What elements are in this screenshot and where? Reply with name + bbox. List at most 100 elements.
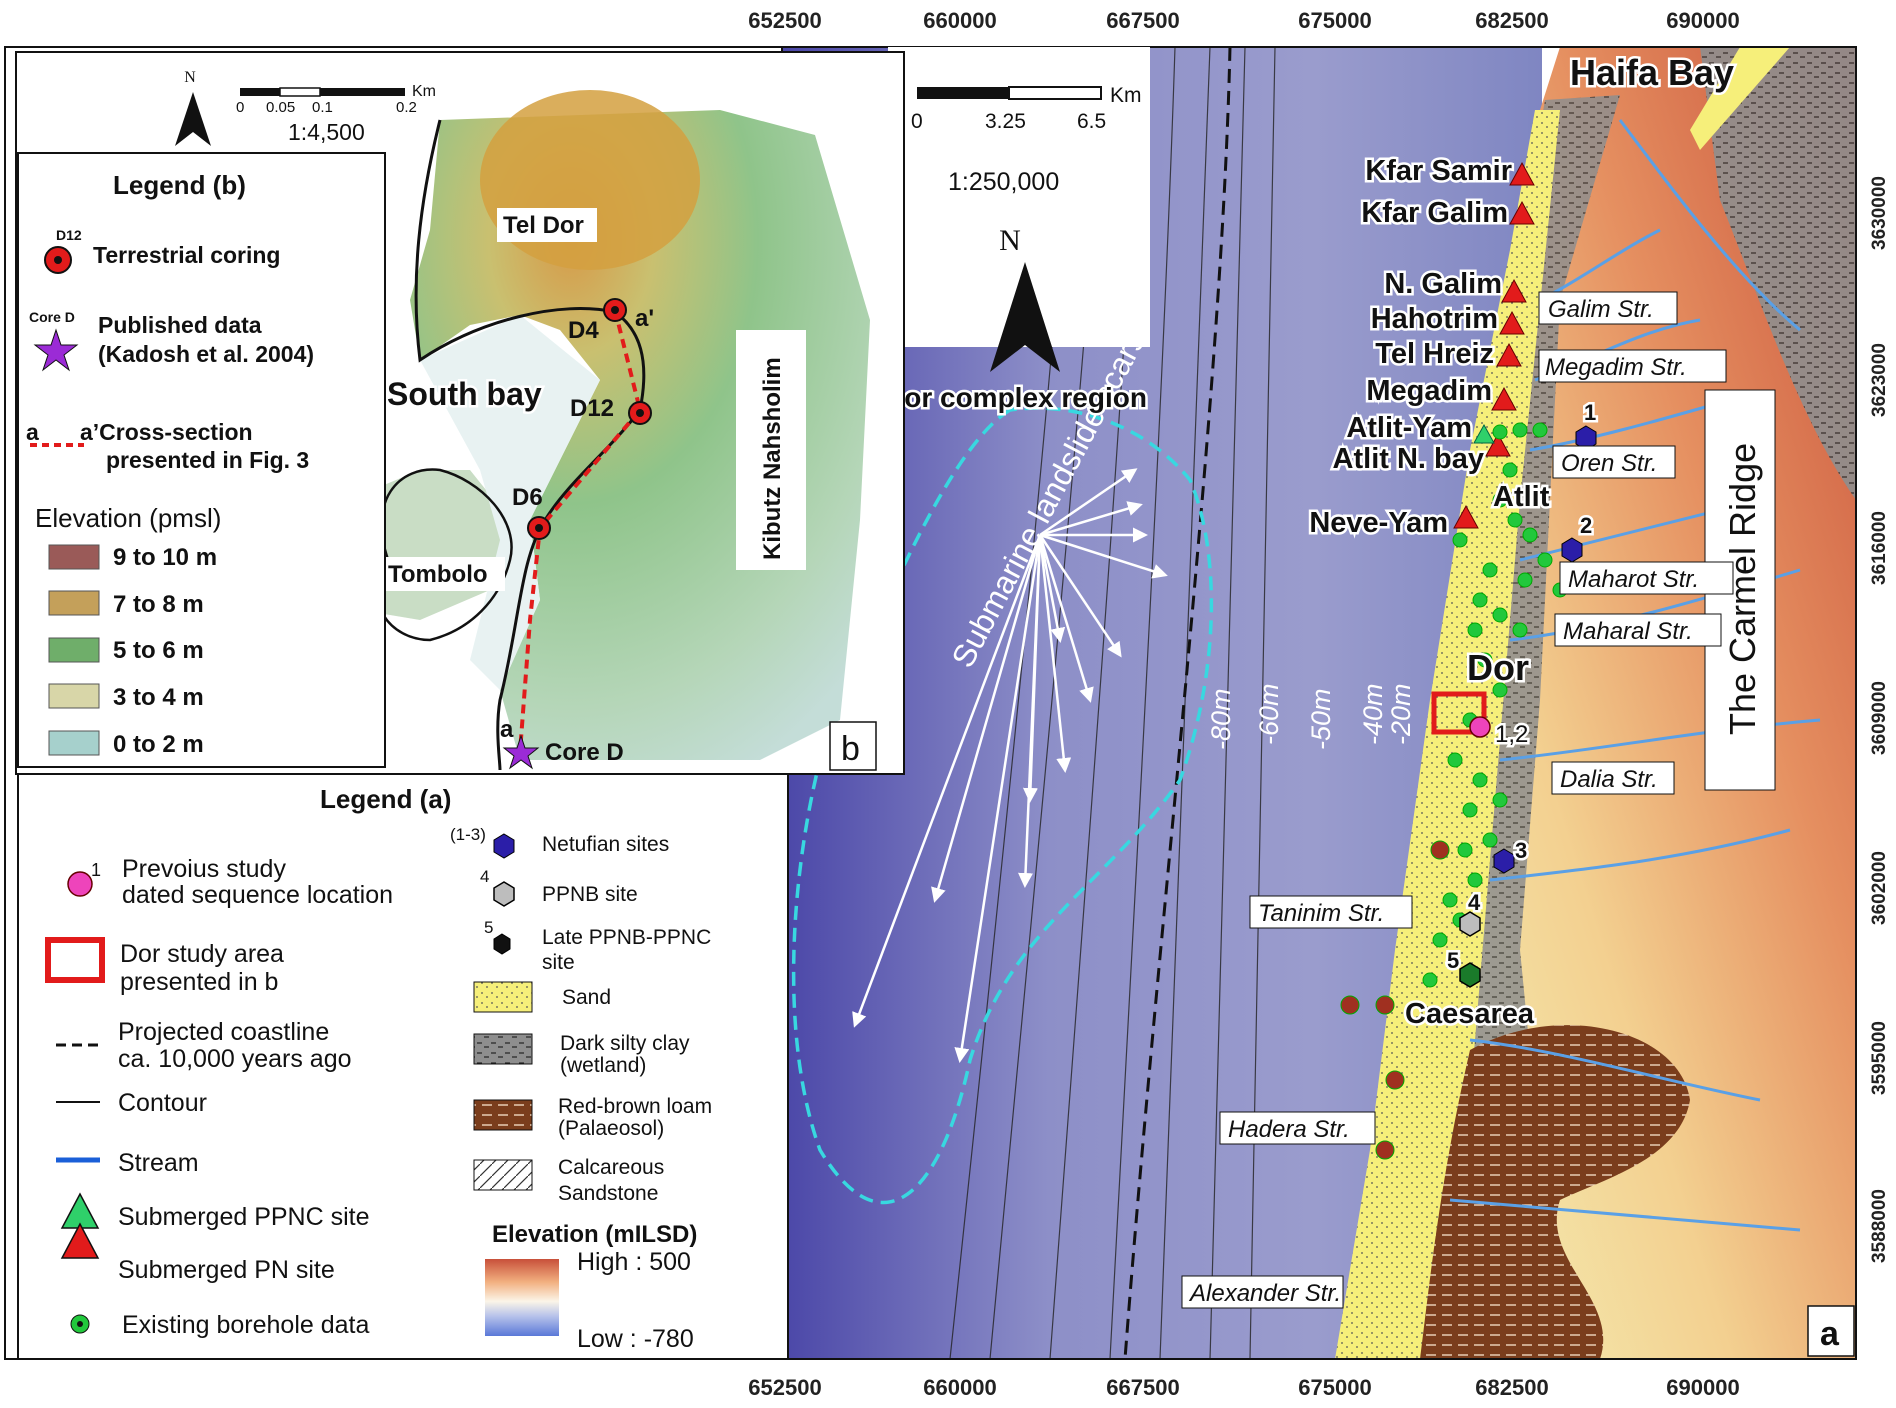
inset-coastline [414,119,646,771]
legend-b-pub-1: Published data [98,312,262,338]
svg-text:Km: Km [1110,84,1142,107]
svg-text:652500: 652500 [748,8,821,33]
svg-text:1:4,500: 1:4,500 [288,119,365,145]
site-kfar-galim: Kfar Galim [1361,197,1508,229]
legend-a-coast-1: Projected coastline [118,1018,329,1046]
tombolo-label: Tombolo [383,557,505,591]
legend-a-loam-1: Red-brown loam [558,1095,712,1118]
site-neve-yam: Neve-Yam [1309,507,1448,539]
netufian-2-number: 2 [1580,513,1592,538]
legend-a-clay-swatch [473,1033,533,1065]
legend-a-title: Legend (a) [320,784,451,814]
legend-b-box [17,152,386,768]
svg-text:3630000: 3630000 [1869,176,1890,250]
legend-a-bore: Existing borehole data [122,1311,369,1339]
inset-d6: D6 [512,484,543,511]
legend-a-prev-2: dated sequence location [122,881,393,909]
legend-a-late-tag: 5 [484,918,493,937]
legend-a-elev-high: High : 500 [577,1248,691,1276]
region-title: Dor complex region [884,382,1147,413]
svg-text:660000: 660000 [923,1375,996,1400]
previous-study-number: 1,2 [1495,721,1528,748]
svg-text:0.05: 0.05 [266,99,295,116]
haifa-sand-bar [1690,47,1790,150]
legend-a-coast-2: ca. 10,000 years ago [118,1045,352,1073]
legend-a-sand: Sand [562,986,611,1009]
site-kfar-samir: Kfar Samir [1365,155,1512,187]
legend-a-late-2: site [542,951,575,974]
haifa-bay-label: Haifa Bay [1570,52,1734,93]
svg-text:667500: 667500 [1106,1375,1179,1400]
site-megadim: Megadim [1366,375,1492,407]
legend-a-loam-2: (Palaeosol) [558,1117,664,1140]
svg-text:5 to 6 m: 5 to 6 m [113,637,204,664]
svg-text:0: 0 [911,110,923,133]
legend-a-elev-low: Low : -780 [577,1325,694,1353]
legend-b-star-icon [33,328,79,372]
legend-a-netufian: Netufian sites [542,833,669,856]
legend-a-dor-2: presented in b [120,968,278,996]
depth-label-40: -40m [1358,683,1388,745]
pn-site-markers [1453,161,1535,529]
legend-b-elev-title: Elevation (pmsl) [35,503,221,533]
atlit-label: Atlit [1493,481,1550,513]
late-ppnb-ppnc-marker [1459,962,1481,988]
svg-text:3595000: 3595000 [1869,1021,1890,1095]
legend-a-ppnb-icon [493,881,515,907]
legend-a-late-icon [493,933,511,955]
legend-a-prev-icon [67,871,93,897]
svg-text:3602000: 3602000 [1869,851,1890,925]
legend-a-dor-icon [45,937,105,983]
ppnb-marker [1459,911,1481,937]
site-hahotrim: Hahotrim [1371,303,1498,335]
panel-b-letter: b [841,730,860,768]
inset-a-prime: a' [635,305,654,332]
svg-text:690000: 690000 [1666,1375,1739,1400]
svg-text:Galim Str.: Galim Str. [1548,296,1654,323]
legend-a-sand-swatch [473,981,533,1013]
legend-a-dor-1: Dor study area [120,940,284,968]
panel-a-letter-box [1807,1305,1855,1357]
legend-a-clay-2: (wetland) [560,1054,646,1077]
borehole-markers [1340,422,1568,1160]
svg-text:Km: Km [412,83,436,100]
inset-land [410,110,870,760]
caesarea-label: Caesarea [1405,998,1535,1030]
stream-labels: Galim Str. Megadim Str. Oren Str. Maharo… [1181,291,1734,1309]
svg-text:Maharot Str.: Maharot Str. [1568,566,1699,593]
svg-text:3 to 4 m: 3 to 4 m [113,684,204,711]
panel-b-letter-box [829,721,877,771]
legend-a-contour: Contour [118,1089,207,1117]
legend-b-xs-1: a’Cross-section [80,419,253,445]
svg-text:Maharal Str.: Maharal Str. [1563,618,1693,645]
depth-label-20: -20m [1386,683,1416,745]
legend-a-clay-1: Dark silty clay [560,1032,690,1055]
legend-a-loam-swatch [473,1099,533,1131]
north-arrow-a: N [990,224,1060,372]
svg-text:667500: 667500 [1106,8,1179,33]
legend-a-calc-swatch [473,1159,533,1191]
netufian-markers [1493,425,1597,874]
depth-labels: -80m -60m -50m -40m -20m [1206,683,1416,750]
x-ticks-top: 652500 660000 667500 675000 682500 69000… [748,8,1739,33]
legend-a-elev-ramp [485,1259,559,1336]
svg-text:Dalia Str.: Dalia Str. [1560,766,1658,793]
svg-text:Oren Str.: Oren Str. [1561,450,1657,477]
depth-label-60: -60m [1254,683,1284,745]
tel-dor-label: Tel Dor [497,208,597,242]
svg-text:3616000: 3616000 [1869,511,1890,585]
loam-area [1420,1025,1690,1359]
late-ppnb-number: 5 [1447,948,1459,973]
landslide-arrows [852,468,1168,1063]
svg-text:9 to 10 m: 9 to 10 m [113,544,217,571]
depth-label-80: -80m [1206,688,1236,750]
legend-b-pub-2: (Kadosh et al. 2004) [98,341,314,367]
north-arrow-b: N [175,69,211,146]
ppnb-number: 4 [1468,890,1481,915]
svg-text:652500: 652500 [748,1375,821,1400]
core-d-star [502,734,540,770]
legend-a-elev-title: Elevation (mILSD) [492,1221,697,1248]
projected-coastline [1123,46,1232,1360]
svg-text:Alexander Str.: Alexander Str. [1188,1280,1341,1307]
svg-text:682500: 682500 [1475,1375,1548,1400]
